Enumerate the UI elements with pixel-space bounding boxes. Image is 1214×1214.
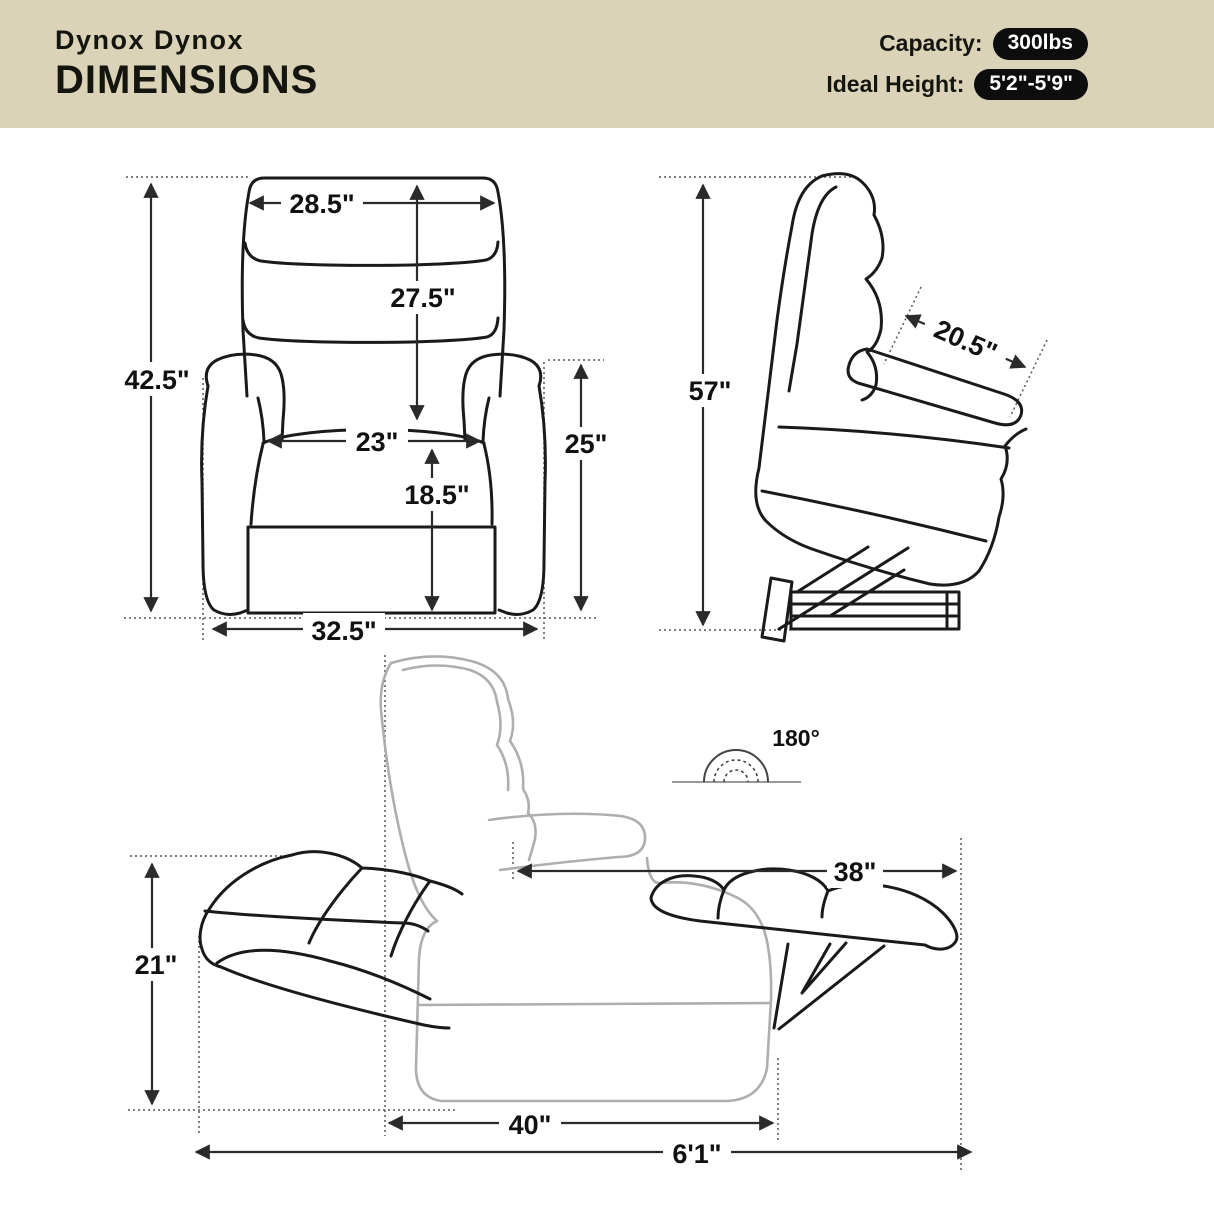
lift-max-height-label: 57" [689,376,732,406]
front-seat-height-label: 18.5" [404,480,469,510]
front-back-cushion-height-label: 27.5" [390,283,455,313]
ideal-height-row: Ideal Height: 5'2"-5'9" [826,68,1088,100]
front-back-width-label: 28.5" [289,189,354,219]
recline-back-height-label: 21" [135,950,178,980]
spec-block: Capacity: 300lbs Ideal Height: 5'2"-5'9" [826,28,1150,100]
front-seat-width-label: 23" [356,427,399,457]
recline-footrest-extension-label: 38" [834,857,877,887]
recline-figure: 180° 21" 38" 40" 6'1" [128,655,973,1170]
recline-total-length-label: 6'1" [672,1139,721,1169]
capacity-label: Capacity: [879,30,983,57]
ideal-height-badge: 5'2"-5'9" [974,68,1088,100]
front-view-figure: 42.5" 28.5" 27.5" 23" 18.5" 25" 32.5" [117,176,614,647]
brand-block: Dynox Dynox DIMENSIONS [55,25,318,102]
side-lift-figure: 57" 20.5" [659,172,1048,643]
page-title: DIMENSIONS [55,57,319,102]
front-overall-width-label: 32.5" [311,616,376,646]
ideal-height-label: Ideal Height: [826,70,965,97]
brand-name: Dynox Dynox [55,25,245,56]
dimensions-diagram: 42.5" 28.5" 27.5" 23" 18.5" 25" 32.5" [117,172,1048,1170]
capacity-row: Capacity: 300lbs [879,28,1088,60]
front-overall-height-label: 42.5" [124,365,189,395]
header-band: Dynox Dynox DIMENSIONS Capacity: 300lbs … [0,0,1214,128]
capacity-badge: 300lbs [992,28,1088,60]
front-arm-height-label: 25" [565,429,608,459]
recline-angle-label: 180° [772,725,820,751]
recline-angle-icon [672,749,801,783]
recline-base-depth-label: 40" [509,1110,552,1140]
